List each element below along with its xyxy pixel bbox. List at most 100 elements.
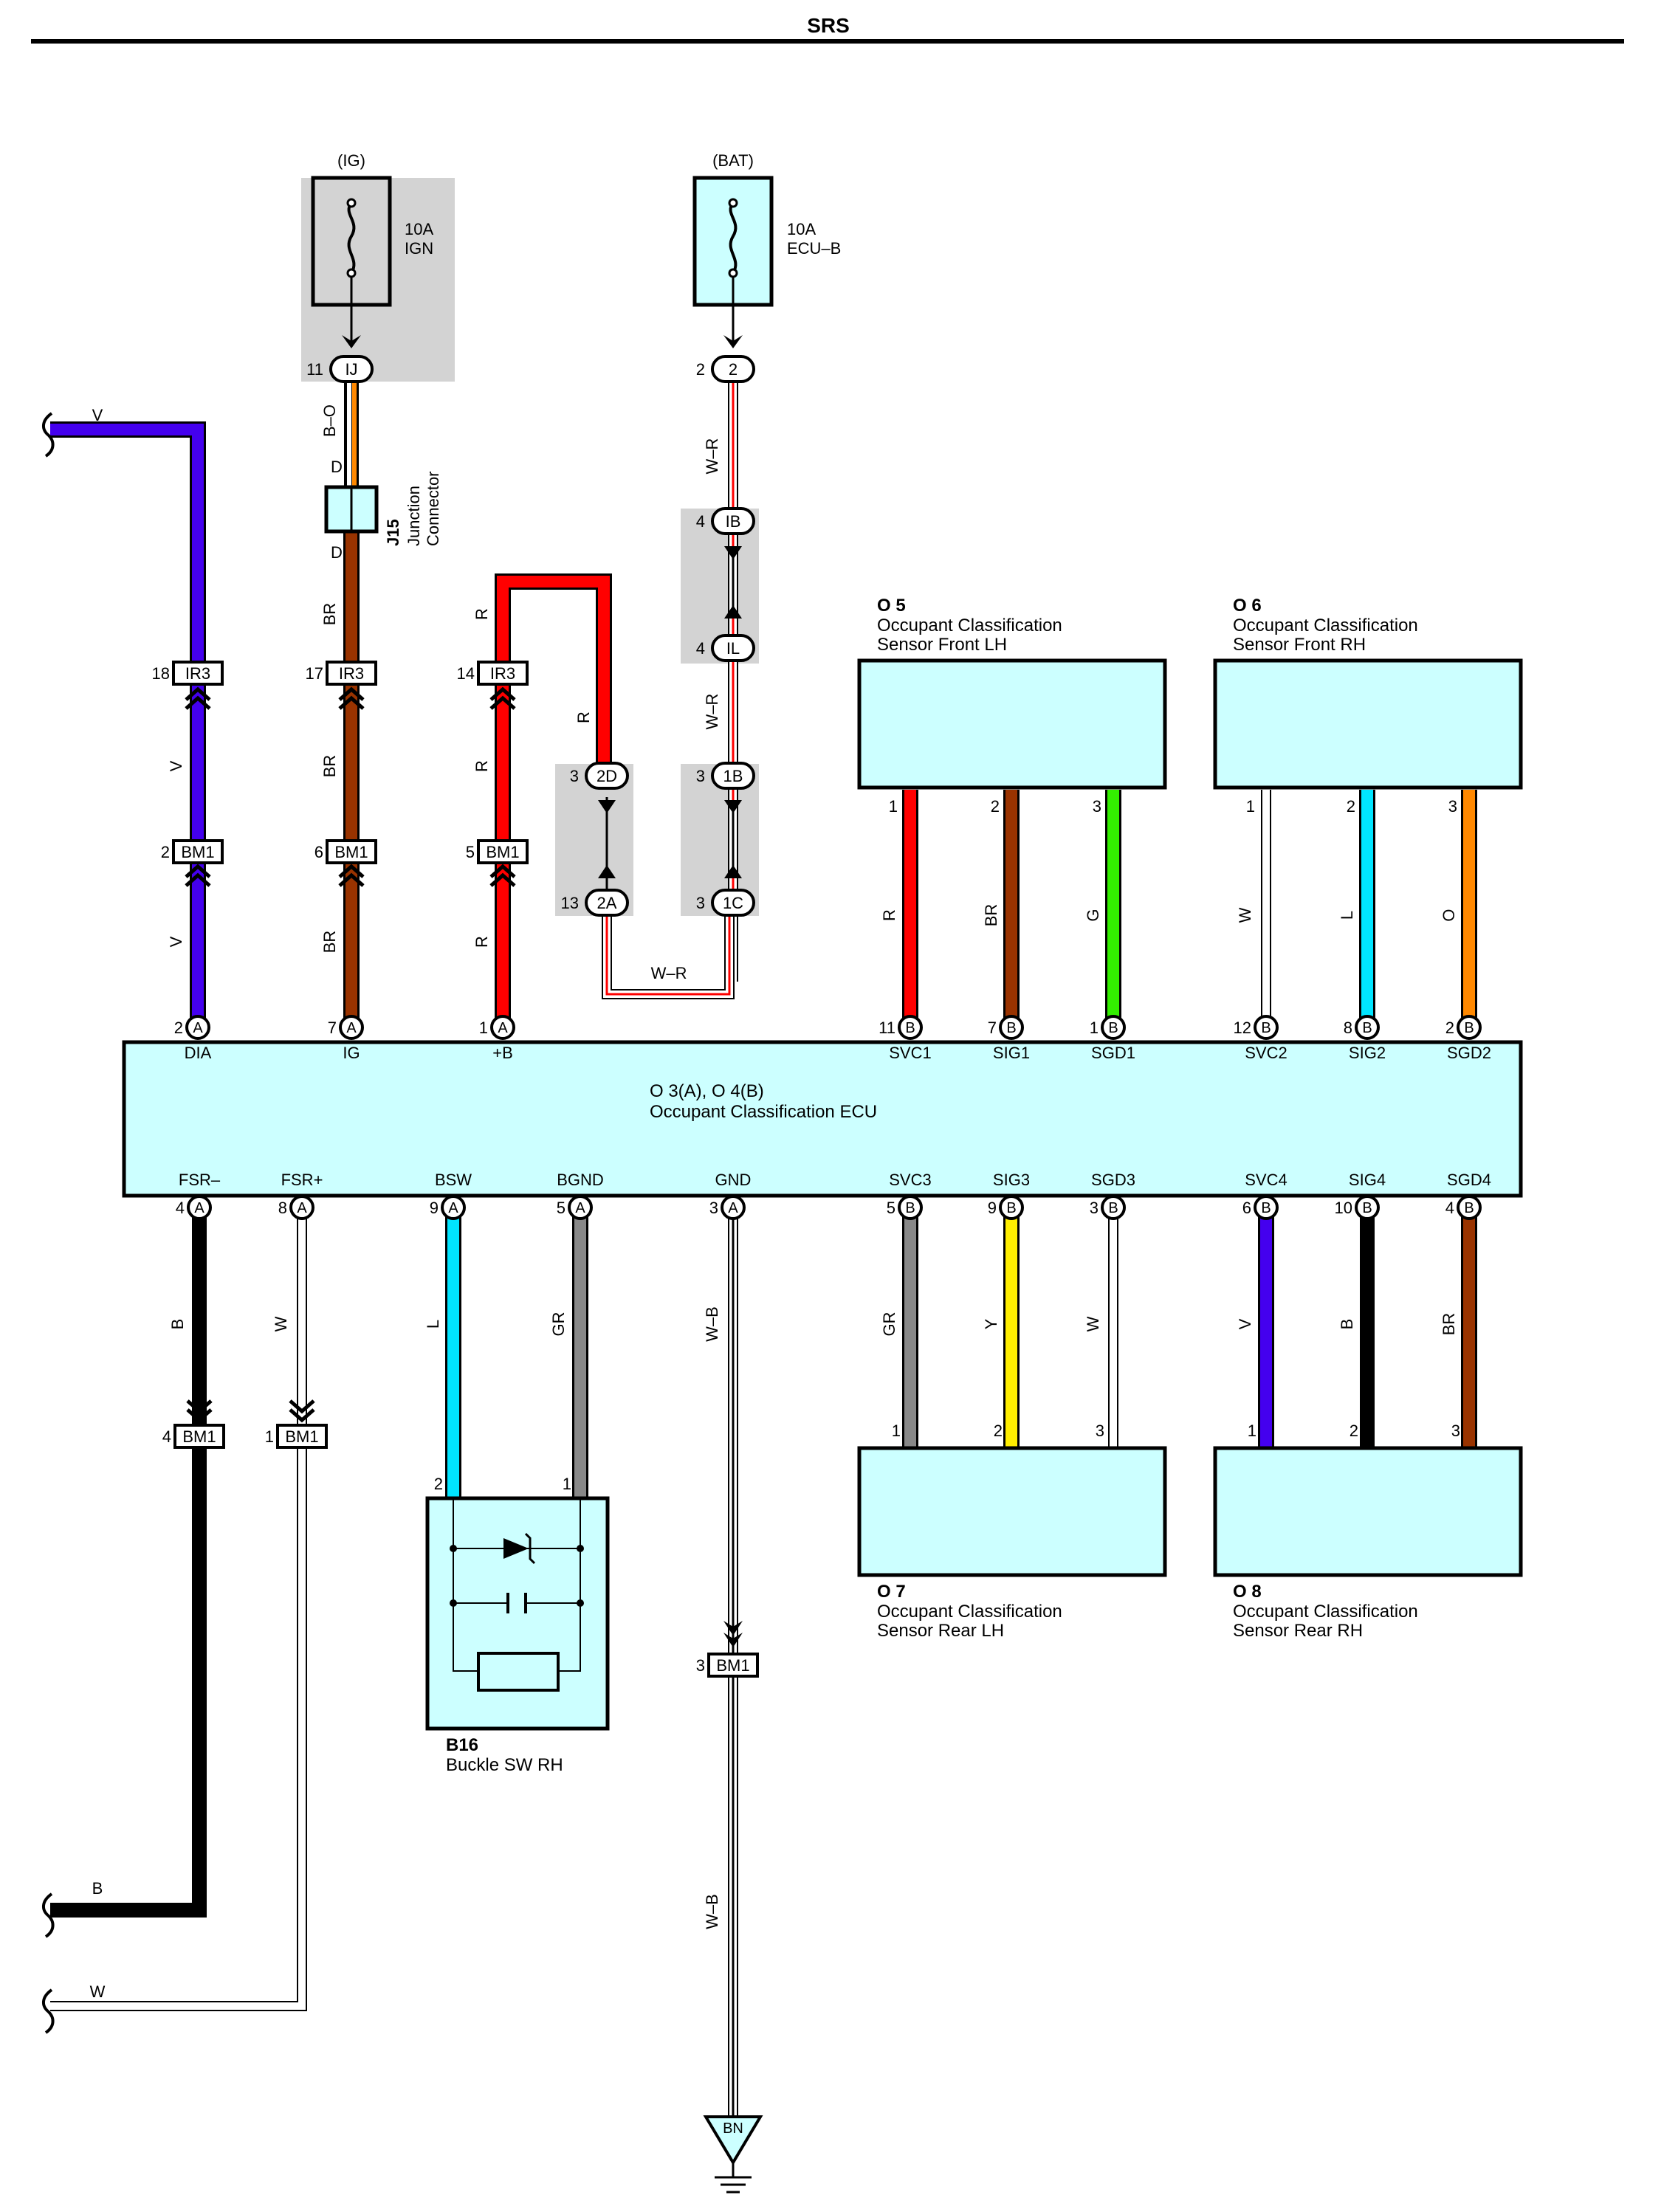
- o5-name1: Occupant Classification: [877, 616, 1062, 635]
- bat-amp: 10A: [787, 220, 816, 238]
- wire-label-s-y: Y: [982, 1318, 1000, 1329]
- connector-code: 2D: [597, 767, 617, 785]
- o5-code: O 5: [877, 596, 906, 616]
- connector-code: IR3: [185, 664, 210, 683]
- b16-pin-2: 2: [434, 1475, 443, 1493]
- o5-pin-3: 3: [1093, 797, 1101, 816]
- j15-code: J15: [384, 519, 402, 546]
- connector-pin: 5: [466, 843, 475, 861]
- connector-pin: 18: [152, 664, 170, 683]
- pin-connector-letter: B: [1464, 1200, 1474, 1216]
- connector-ib: IB 4: [696, 507, 755, 535]
- connector-ir3-1: IR3 18: [152, 661, 224, 686]
- sensor-o7-box: [857, 1446, 1167, 1577]
- pin-connector-letter: B: [905, 1020, 915, 1036]
- wire-label-s-br2: BR: [1440, 1313, 1458, 1336]
- o8-code: O 8: [1233, 1582, 1262, 1602]
- b16-pin-1: 1: [563, 1475, 571, 1493]
- pin-connector-letter: B: [1261, 1200, 1271, 1216]
- buckle-switch-b16: [425, 1496, 610, 1731]
- pin-name: SGD4: [1447, 1171, 1491, 1189]
- fuse-ig: [311, 176, 392, 348]
- j15-name2: Connector: [424, 471, 442, 546]
- wire-label-br1: BR: [320, 603, 339, 626]
- connector-bat2: 22: [696, 355, 755, 383]
- pin-number: 1: [479, 1019, 488, 1037]
- wire-label-b-left: B: [92, 1879, 103, 1898]
- pin-number: 9: [988, 1199, 997, 1217]
- pin-number: 9: [430, 1199, 439, 1217]
- wire-label-wr3: W–R: [651, 964, 687, 982]
- wire-label-v1: V: [167, 760, 185, 771]
- j15-pin-top: D: [331, 458, 343, 476]
- j15-name1: Junction: [405, 486, 423, 546]
- wire-label-s-w2: W: [1084, 1316, 1102, 1331]
- sensor-o5-box: [857, 658, 1167, 790]
- o5-pin-2: 2: [991, 797, 1000, 816]
- chevron-icon: [338, 864, 365, 887]
- pin-connector-letter: A: [728, 1200, 738, 1216]
- pin-number: 2: [174, 1019, 183, 1037]
- pin-name: SVC3: [889, 1171, 931, 1189]
- pin-connector-letter: A: [193, 1020, 203, 1036]
- connector-code: IR3: [490, 664, 515, 683]
- pin-connector-letter: B: [1464, 1020, 1474, 1036]
- b16-name: Buckle SW RH: [446, 1755, 563, 1775]
- wire-label-bo: B–O: [320, 404, 339, 437]
- pin-number: 3: [709, 1199, 718, 1217]
- pin-connector-letter: B: [1108, 1200, 1118, 1216]
- o7-code: O 7: [877, 1582, 906, 1602]
- pin-number: 4: [176, 1199, 185, 1217]
- connector-code: 2: [729, 360, 738, 379]
- connector-c2d: 2D3: [570, 762, 629, 790]
- connector-code: IR3: [339, 664, 364, 683]
- connector-code: 1C: [723, 894, 743, 912]
- pin-name: SIG1: [993, 1044, 1030, 1062]
- wire-label-s-g: G: [1084, 909, 1102, 921]
- wire-label-wr2: W–R: [703, 694, 721, 730]
- connector-pin: 3: [696, 1656, 705, 1675]
- pin-connector-letter: B: [1261, 1020, 1271, 1036]
- connector-pin: 1: [265, 1427, 274, 1446]
- o6-name2: Sensor Front RH: [1233, 635, 1366, 655]
- chevron-icon: [338, 686, 365, 710]
- o8-pin-3: 3: [1451, 1422, 1460, 1440]
- wire-label-v2: V: [167, 936, 185, 947]
- wire-v-left-fill: [50, 424, 204, 1026]
- connector-code: IB: [726, 512, 741, 531]
- pin-number: 7: [988, 1019, 997, 1037]
- pin-number: 5: [887, 1199, 895, 1217]
- connector-pin: 4: [696, 512, 705, 531]
- pin-number: 4: [1445, 1199, 1454, 1217]
- pin-name: DIA: [185, 1044, 212, 1062]
- chevron-icon: [185, 686, 211, 710]
- o8-name2: Sensor Rear RH: [1233, 1621, 1363, 1641]
- wire-label-s-b: B: [1338, 1319, 1356, 1330]
- ecu-pins: A2DIAA7IGA1+BB11SVC1B7SIG1B1SGD1B12SVC2B…: [174, 1015, 1491, 1220]
- o6-pin-1: 1: [1246, 797, 1255, 816]
- wire-label-s-l: L: [1338, 911, 1356, 920]
- pin-connector-letter: B: [1362, 1200, 1372, 1216]
- sensor-o8-box: [1213, 1446, 1523, 1577]
- connector-code: BM1: [486, 843, 519, 861]
- pin-number: 1: [1090, 1019, 1099, 1037]
- connector-pin: 3: [696, 767, 705, 785]
- wire-label-w-left: W: [90, 1982, 106, 2001]
- pin-name: BSW: [435, 1171, 472, 1189]
- pin-name: FSR–: [179, 1171, 221, 1189]
- chevron-icon: [289, 1399, 315, 1423]
- o8-pin-2: 2: [1350, 1422, 1358, 1440]
- pin-name: SVC1: [889, 1044, 931, 1062]
- pin-connector-letter: B: [1108, 1020, 1118, 1036]
- ig-fuse-name: IGN: [405, 239, 433, 258]
- pin-number: 8: [1344, 1019, 1352, 1037]
